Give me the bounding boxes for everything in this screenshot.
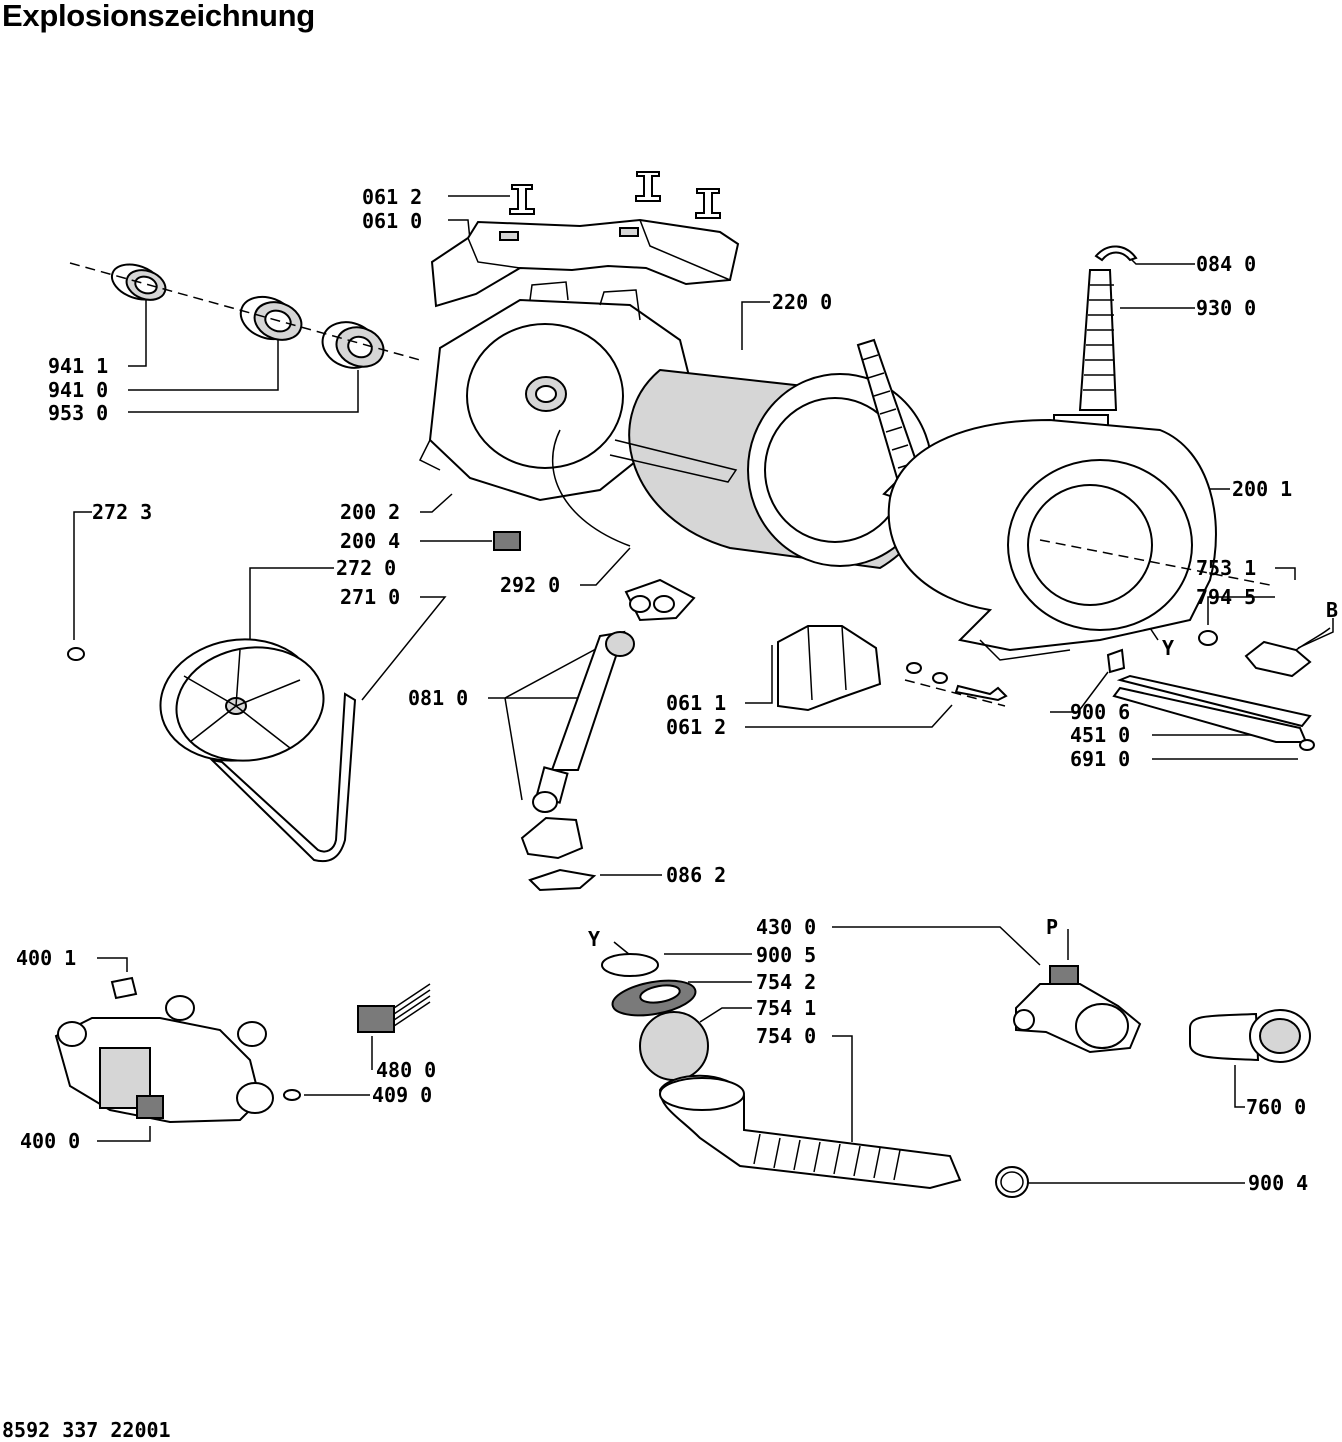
filter-760-0-icon [1189, 1009, 1311, 1063]
part-409-0-icon [283, 1089, 301, 1101]
label-400-0: 400 0 [20, 1129, 80, 1153]
hose-754-0-icon [658, 1074, 962, 1190]
label-220-0: 220 0 [772, 290, 832, 314]
seal-953-0-icon [321, 321, 385, 369]
washer-bolt-icon [904, 662, 1008, 707]
label-794-5: 794 5 [1196, 585, 1256, 609]
label-941-0: 941 0 [48, 378, 108, 402]
label-200-2: 200 2 [340, 500, 400, 524]
label-941-1: 941 1 [48, 354, 108, 378]
label-Y-lower: Y [588, 927, 600, 951]
heater-451-0-icon [1112, 674, 1315, 751]
thermostat-753-1-icon [1244, 627, 1331, 678]
label-200-4: 200 4 [340, 529, 400, 553]
label-754-1: 754 1 [756, 996, 816, 1020]
nut-794-5-icon [1198, 630, 1218, 646]
ball-754-1-icon [639, 1011, 709, 1081]
label-900-4: 900 4 [1248, 1171, 1308, 1195]
label-753-1: 753 1 [1196, 556, 1256, 580]
label-200-1: 200 1 [1232, 477, 1292, 501]
front-tub-icon [887, 418, 1271, 661]
bracket-086-2-icon [520, 816, 597, 892]
label-272-0: 272 0 [336, 556, 396, 580]
label-P: P [1046, 915, 1058, 939]
label-B: B [1326, 598, 1338, 622]
label-272-3: 272 3 [92, 500, 152, 524]
pump-430-0-icon [1013, 965, 1142, 1054]
drum-220-0-icon [609, 368, 933, 570]
clip-084-0-icon [1094, 245, 1138, 262]
label-409-0: 409 0 [372, 1083, 432, 1107]
label-480-0: 480 0 [376, 1058, 436, 1082]
belt-271-0-icon [208, 692, 357, 863]
label-081-0: 081 0 [408, 686, 468, 710]
counterweight-061-1-icon [777, 625, 882, 712]
label-061-2-top: 061 2 [362, 185, 422, 209]
label-754-2: 754 2 [756, 970, 816, 994]
hose-292-0-icon [552, 429, 631, 547]
seal-754-2-icon [611, 979, 697, 1017]
damper-081-0-icon [532, 578, 696, 813]
label-900-6: 900 6 [1070, 700, 1130, 724]
label-953-0: 953 0 [48, 401, 108, 425]
spring-930-0-icon [1053, 269, 1118, 442]
label-754-0: 754 0 [756, 1024, 816, 1048]
clip-900-6-icon [1106, 648, 1126, 674]
label-900-5: 900 5 [756, 943, 816, 967]
connector-480-0-icon [357, 983, 431, 1033]
bolt-061-2-icon [509, 171, 721, 219]
label-271-0: 271 0 [340, 585, 400, 609]
rear-tub-icon [418, 281, 692, 502]
motor-400-0-icon [54, 995, 274, 1124]
label-061-0: 061 0 [362, 209, 422, 233]
label-400-1: 400 1 [16, 946, 76, 970]
label-292-0: 292 0 [500, 573, 560, 597]
clamp-900-4-icon [995, 1166, 1029, 1198]
page-title: Explosionszeichnung [2, 0, 315, 33]
label-086-2: 086 2 [666, 863, 726, 887]
label-760-0: 760 0 [1246, 1095, 1306, 1119]
bearing-941-1-icon [110, 263, 167, 301]
document-number: 8592 337 22001 [2, 1418, 171, 1442]
ring-900-5-icon [601, 953, 659, 977]
label-430-0: 430 0 [756, 915, 816, 939]
label-451-0: 451 0 [1070, 723, 1130, 747]
nut-272-3-icon [67, 647, 85, 661]
label-Y-upper: Y [1162, 636, 1174, 660]
label-061-1: 061 1 [666, 691, 726, 715]
label-930-0: 930 0 [1196, 296, 1256, 320]
pulley-272-0-icon [159, 638, 325, 762]
label-061-2-mid: 061 2 [666, 715, 726, 739]
clip-200-4-icon [493, 531, 521, 551]
brush-400-1-icon [110, 976, 138, 1000]
label-691-0: 691 0 [1070, 747, 1130, 771]
label-084-0: 084 0 [1196, 252, 1256, 276]
part-labels: 061 2 061 0 941 1 941 0 953 0 220 0 084 … [16, 185, 1338, 1195]
counterweight-top-icon [430, 218, 740, 308]
